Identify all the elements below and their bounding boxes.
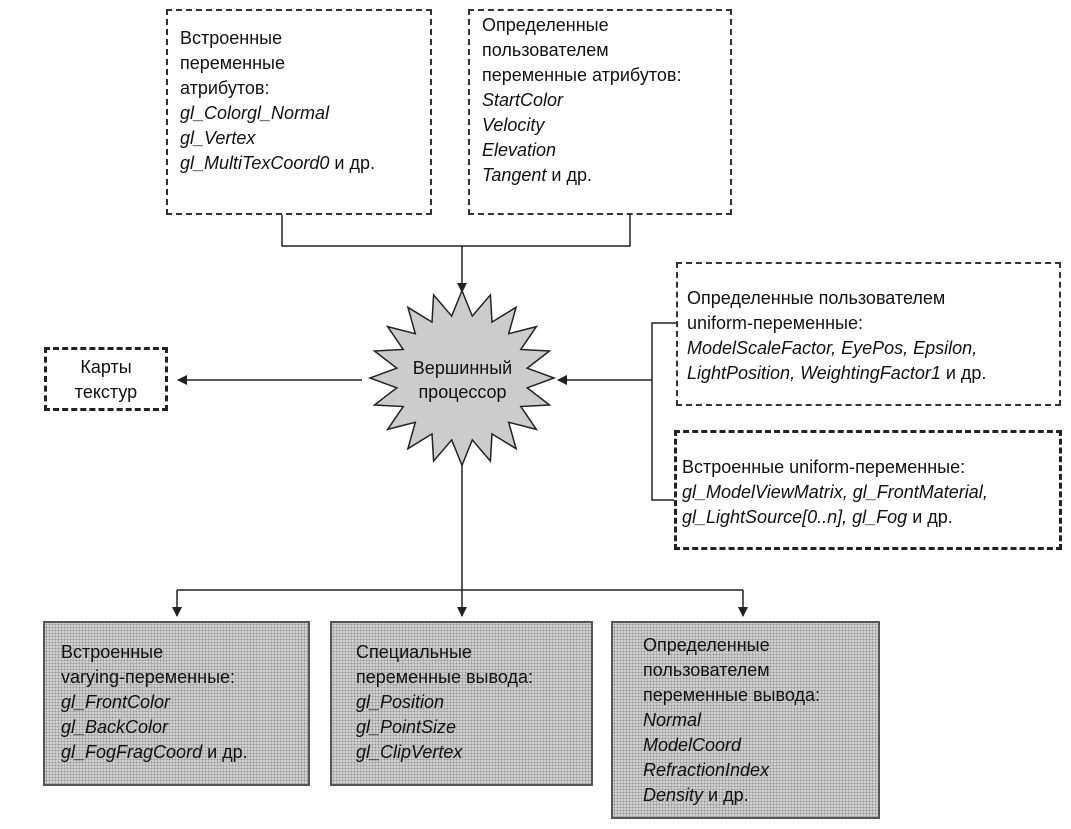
user-output-item: ModelCoord bbox=[643, 735, 742, 755]
special-output-title-2: переменные вывода: bbox=[356, 667, 533, 687]
uniform-name: WeightingFactor1 bbox=[800, 363, 941, 383]
user-attribute-name: Tangent bbox=[482, 165, 547, 185]
user-output-title-1: Определенные bbox=[643, 635, 770, 655]
user-output-box: Определенные пользователем переменные вы… bbox=[611, 621, 880, 819]
user-attribute-item: Tangent и др. bbox=[482, 163, 730, 188]
uniform-suffix: и др. bbox=[940, 363, 987, 383]
builtin-attribute-item: gl_MultiTexCoord0 и др. bbox=[180, 151, 430, 176]
special-output-box: Специальные переменные вывода: gl_Positi… bbox=[330, 621, 593, 786]
builtin-uniforms-title: Встроенные uniform-переменные: bbox=[682, 457, 966, 477]
user-uniforms-title-2: uniform-переменные: bbox=[687, 313, 864, 333]
builtin-attributes-title-1: Встроенные bbox=[180, 28, 283, 48]
builtin-attribute-item: gl_Vertex bbox=[180, 128, 256, 148]
special-output-item: gl_ClipVertex bbox=[356, 742, 463, 762]
uniform-name: gl_FrontMaterial bbox=[852, 482, 983, 502]
uniform-name: Epsilon bbox=[913, 338, 973, 358]
builtin-varying-item: gl_FogFragCoord и др. bbox=[61, 740, 308, 765]
builtin-varying-name: gl_FogFragCoord bbox=[61, 742, 203, 762]
builtin-varying-suffix: и др. bbox=[202, 742, 248, 762]
user-output-title-3: переменные вывода: bbox=[643, 685, 820, 705]
texture-maps-label-1: Карты bbox=[80, 357, 132, 377]
user-attributes-box: Определенные пользователем переменные ат… bbox=[468, 9, 732, 215]
vertex-processor-shape bbox=[367, 288, 557, 468]
uniform-name: ModelScaleFactor bbox=[687, 338, 832, 358]
connector-attributes-merge bbox=[281, 214, 631, 247]
builtin-attribute-name: gl_MultiTexCoord0 bbox=[180, 153, 330, 173]
builtin-varying-box: Встроенные varying-переменные: gl_FrontC… bbox=[43, 621, 310, 786]
builtin-varying-item: gl_BackColor bbox=[61, 717, 169, 737]
uniform-suffix: и др. bbox=[907, 507, 953, 527]
texture-maps-box: Карты текстур bbox=[44, 347, 168, 411]
builtin-attributes-box: Встроенные переменные атрибутов: gl_Colo… bbox=[166, 9, 432, 215]
uniform-name: EyePos bbox=[841, 338, 904, 358]
builtin-uniforms-box: Встроенные uniform-переменные: gl_ModelV… bbox=[674, 430, 1062, 550]
builtin-varying-item: gl_FrontColor bbox=[61, 692, 171, 712]
builtin-uniforms-row-1: gl_ModelViewMatrix, gl_FrontMaterial, bbox=[682, 482, 988, 502]
user-output-title-2: пользователем bbox=[643, 660, 770, 680]
user-attribute-item: Velocity bbox=[482, 115, 545, 135]
builtin-attribute-item: gl_Colorgl_Normal bbox=[180, 103, 330, 123]
vertex-processor-label-2: процессор bbox=[418, 382, 507, 402]
uniform-name: gl_LightSource[0..n] bbox=[682, 507, 843, 527]
user-output-item: Density и др. bbox=[643, 783, 878, 808]
user-output-item: Normal bbox=[643, 710, 702, 730]
uniform-name: gl_Fog bbox=[852, 507, 908, 527]
special-output-item: gl_Position bbox=[356, 692, 445, 712]
user-uniforms-title-1: Определенные пользователем bbox=[687, 288, 946, 308]
user-uniforms-row-1: ModelScaleFactor, EyePos, Epsilon, bbox=[687, 338, 978, 358]
connector-uniforms-merge bbox=[651, 322, 677, 501]
user-attribute-item: StartColor bbox=[482, 90, 564, 110]
user-attribute-suffix: и др. bbox=[546, 165, 592, 185]
builtin-uniforms-row-2: gl_LightSource[0..n], gl_Fog и др. bbox=[682, 507, 953, 527]
builtin-attribute-suffix: и др. bbox=[329, 153, 375, 173]
texture-maps-label-2: текстур bbox=[74, 382, 138, 402]
user-attributes-title-2: пользователем bbox=[482, 40, 609, 60]
user-output-item: RefractionIndex bbox=[643, 760, 770, 780]
vertex-processor-label: Вершинный процессор bbox=[375, 356, 550, 404]
builtin-attributes-title-3: атрибутов: bbox=[180, 78, 270, 98]
user-attribute-item: Elevation bbox=[482, 140, 557, 160]
uniform-name: gl_ModelViewMatrix bbox=[682, 482, 843, 502]
user-uniforms-row-2: LightPosition, WeightingFactor1 и др. bbox=[687, 363, 987, 383]
builtin-attributes-title-2: переменные bbox=[180, 53, 285, 73]
user-attributes-title-1: Определенные bbox=[482, 15, 609, 35]
vertex-processor-label-1: Вершинный bbox=[412, 358, 513, 378]
special-output-title-1: Специальные bbox=[356, 642, 472, 662]
user-attributes-title-3: переменные атрибутов: bbox=[482, 65, 682, 85]
builtin-varying-title-1: Встроенные bbox=[61, 642, 164, 662]
user-output-suffix: и др. bbox=[703, 785, 749, 805]
uniform-name: LightPosition bbox=[687, 363, 791, 383]
builtin-varying-title-2: varying-переменные: bbox=[61, 667, 236, 687]
user-output-name: Density bbox=[643, 785, 704, 805]
user-uniforms-box: Определенные пользователем uniform-перем… bbox=[676, 262, 1061, 406]
special-output-item: gl_PointSize bbox=[356, 717, 457, 737]
